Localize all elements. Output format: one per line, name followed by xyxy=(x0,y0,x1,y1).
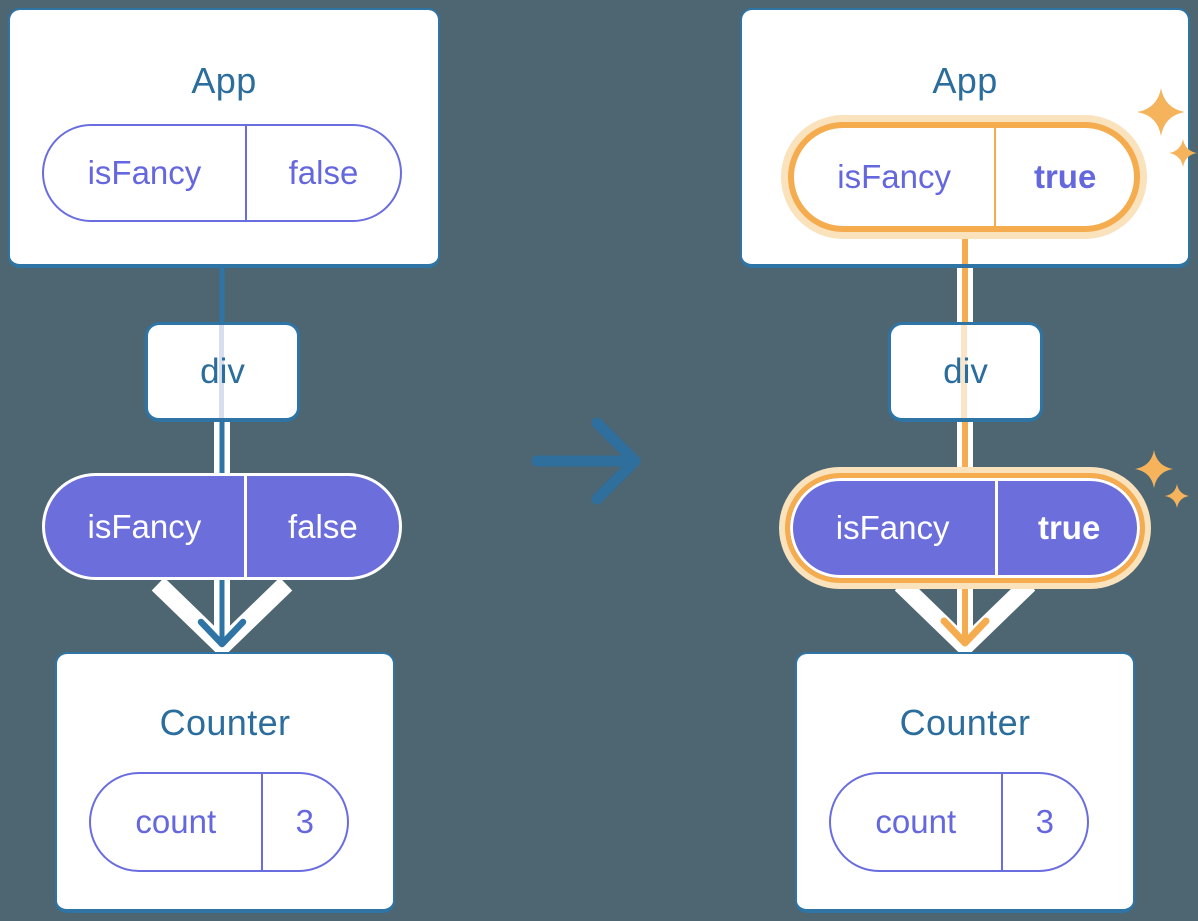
prop-name: isFancy xyxy=(44,126,247,220)
prop-pill: isFancy false xyxy=(42,124,402,222)
app-card: App isFancy true xyxy=(740,8,1190,268)
component-title: Counter xyxy=(899,702,1031,743)
counter-card: Counter count 3 xyxy=(795,652,1135,913)
prop-name: isFancy xyxy=(790,478,999,578)
state-name: count xyxy=(91,774,263,870)
div-label: div xyxy=(943,351,988,391)
pass-through-line xyxy=(961,325,967,418)
prop-value: false xyxy=(288,154,359,191)
prop-wire xyxy=(962,226,968,264)
counter-card: Counter count 3 xyxy=(55,652,395,913)
state-pill: count 3 xyxy=(89,772,349,872)
prop-value: true xyxy=(1037,509,1101,546)
div-node: div xyxy=(888,322,1043,422)
component-title: App xyxy=(932,60,998,101)
state-value: 3 xyxy=(1035,803,1054,840)
state-pill: count 3 xyxy=(829,772,1089,872)
prop-pill-highlighted: isFancy true xyxy=(788,122,1140,232)
passed-prop-pill-highlighted: isFancy true xyxy=(785,473,1145,583)
div-label: div xyxy=(200,351,245,391)
component-title: App xyxy=(191,60,257,101)
arrowhead-icon xyxy=(940,617,990,647)
arrowhead-icon xyxy=(197,618,247,648)
passed-prop-pill: isFancy false xyxy=(42,473,402,580)
pass-through-line xyxy=(219,325,224,418)
prop-value: false xyxy=(288,507,358,545)
state-name: count xyxy=(831,774,1003,870)
prop-value: true xyxy=(1033,158,1097,195)
app-card: App isFancy false xyxy=(8,8,440,268)
component-title: Counter xyxy=(159,702,291,743)
prop-name: isFancy xyxy=(45,476,247,577)
div-node: div xyxy=(145,322,300,422)
prop-name: isFancy xyxy=(794,128,997,226)
arrow-right-icon xyxy=(531,417,641,505)
state-value: 3 xyxy=(295,803,314,840)
